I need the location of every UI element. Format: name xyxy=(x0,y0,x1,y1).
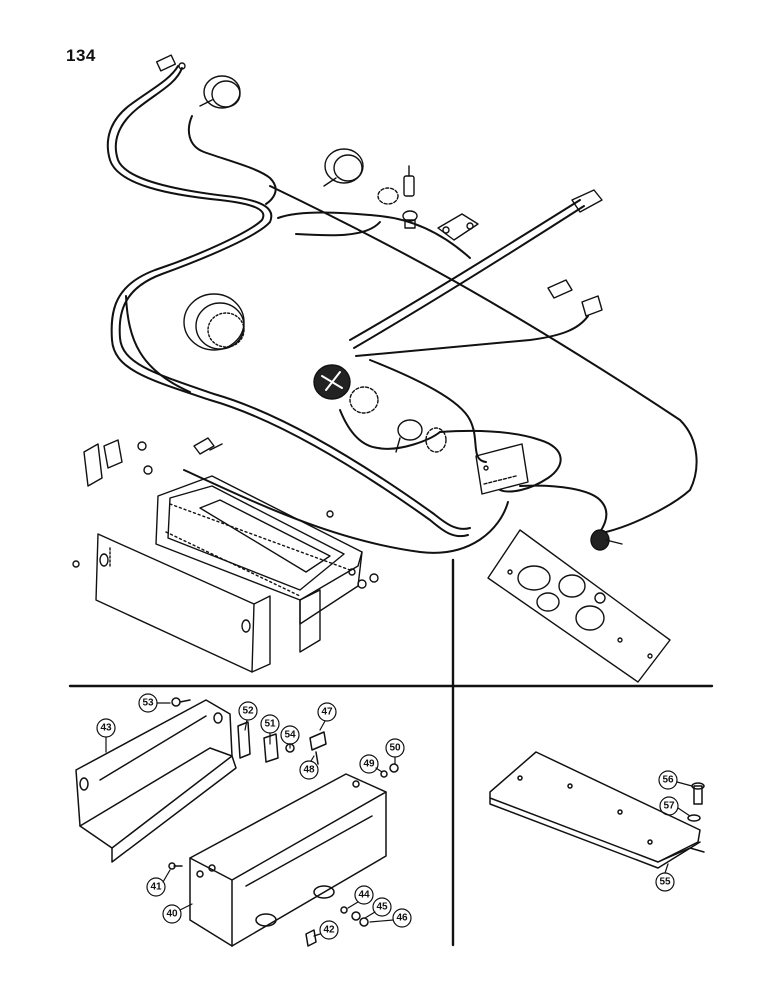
callout-labels: 53 52 51 54 47 48 49 50 43 41 40 44 45 4… xyxy=(100,698,675,936)
key-switch xyxy=(395,419,447,453)
callout-55: 55 xyxy=(659,877,671,888)
round-connector-right xyxy=(590,529,623,551)
callout-52: 52 xyxy=(242,706,254,717)
callout-46: 46 xyxy=(396,913,408,924)
callout-56: 56 xyxy=(662,775,674,786)
gauge-small-2 xyxy=(323,148,399,205)
page-number: 134 xyxy=(66,46,96,65)
callout-53: 53 xyxy=(142,698,154,709)
instrument-housing-assembly xyxy=(72,437,379,673)
callout-graphics xyxy=(96,693,693,940)
gauge-small-1 xyxy=(199,75,241,109)
callout-57: 57 xyxy=(663,801,675,812)
lower-housing-assembly xyxy=(75,697,399,947)
callout-42: 42 xyxy=(323,925,335,936)
callout-44: 44 xyxy=(358,890,370,901)
plug-right-1 xyxy=(547,279,573,299)
callout-47: 47 xyxy=(321,707,333,718)
ribbon-connector-top-right xyxy=(571,189,603,213)
callout-40: 40 xyxy=(166,909,178,920)
callout-54: 54 xyxy=(284,730,296,741)
callout-48: 48 xyxy=(303,765,315,776)
upper-components xyxy=(155,54,623,551)
callout-41: 41 xyxy=(150,882,162,893)
bulb-socket xyxy=(402,165,418,229)
connector-plug-top-left xyxy=(155,54,186,72)
instrument-panel-plate xyxy=(487,529,671,683)
cover-plate-assembly xyxy=(489,751,705,869)
section-dividers xyxy=(68,558,714,947)
wiring-harness xyxy=(106,65,698,554)
ammeter-gauge xyxy=(313,364,379,414)
callout-51: 51 xyxy=(264,719,276,730)
switch-panel-box xyxy=(475,443,529,495)
callout-50: 50 xyxy=(389,743,401,754)
callout-43: 43 xyxy=(100,723,112,734)
callout-49: 49 xyxy=(363,759,375,770)
gauge-large xyxy=(183,293,245,351)
plug-right-2 xyxy=(581,295,603,317)
callout-45: 45 xyxy=(376,902,388,913)
resistor-block xyxy=(437,213,479,241)
